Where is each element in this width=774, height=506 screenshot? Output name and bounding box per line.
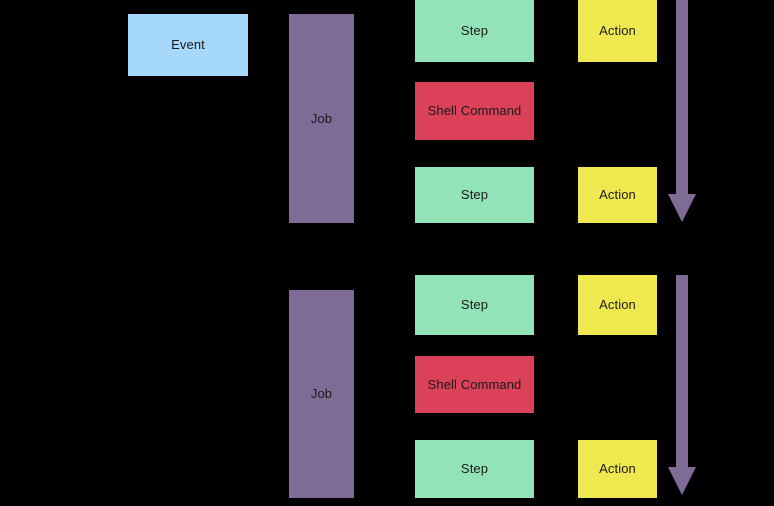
node-label: Action: [599, 297, 636, 313]
node-job[interactable]: Job: [289, 290, 354, 498]
node-job[interactable]: Job: [289, 14, 354, 223]
node-action[interactable]: Action: [578, 0, 657, 62]
node-step[interactable]: Step: [415, 167, 534, 223]
node-label: Step: [460, 297, 489, 313]
node-action[interactable]: Action: [578, 275, 657, 335]
node-label: Step: [460, 187, 489, 203]
node-event[interactable]: Event: [128, 14, 248, 76]
node-action[interactable]: Action: [578, 440, 657, 498]
node-label: Step: [460, 461, 489, 477]
node-step[interactable]: Step: [415, 440, 534, 498]
node-action[interactable]: Action: [578, 167, 657, 223]
node-label: Shell Command: [427, 376, 522, 392]
node-shell-command[interactable]: Shell Command: [415, 356, 534, 413]
node-label: Step: [460, 23, 489, 39]
node-label: Action: [599, 187, 636, 203]
node-label: Job: [310, 386, 333, 402]
node-step[interactable]: Step: [415, 0, 534, 62]
node-label: Event: [171, 37, 205, 53]
node-label: Job: [310, 110, 333, 126]
down-arrow-icon: [668, 275, 696, 495]
node-label: Action: [599, 23, 636, 39]
node-shell-command[interactable]: Shell Command: [415, 82, 534, 140]
node-label: Action: [599, 461, 636, 477]
node-step[interactable]: Step: [415, 275, 534, 335]
down-arrow-icon: [668, 0, 696, 222]
node-label: Shell Command: [427, 103, 522, 119]
